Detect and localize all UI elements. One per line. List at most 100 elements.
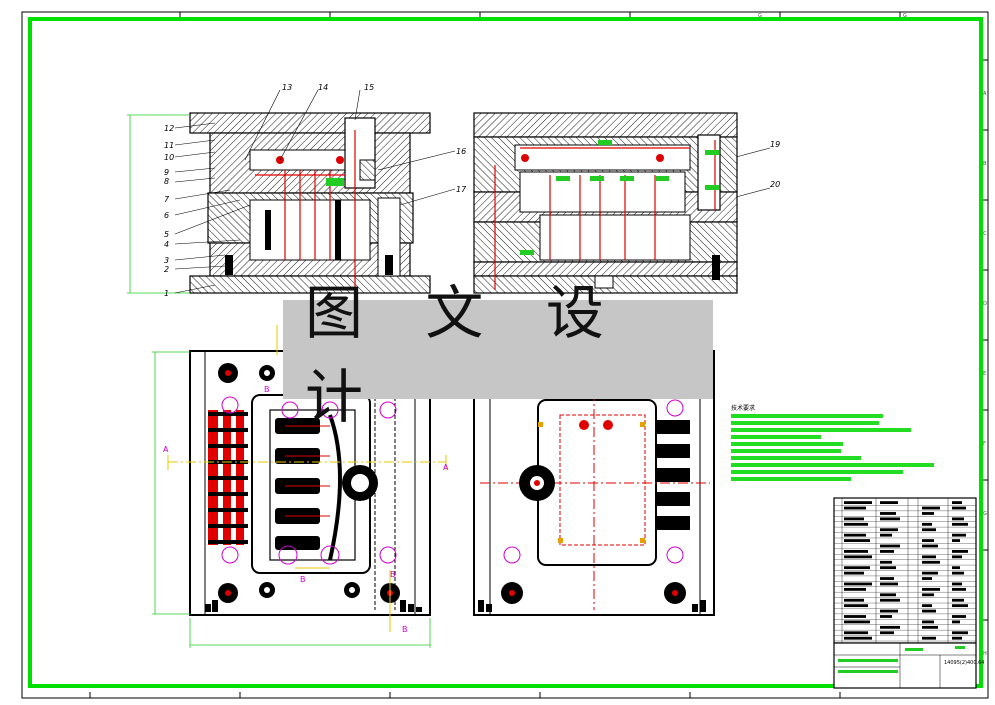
column-letter: G bbox=[758, 13, 762, 19]
parts-list-cell bbox=[880, 501, 898, 505]
outer-border bbox=[21, 11, 989, 699]
parts-list-cell bbox=[922, 587, 940, 591]
parts-list-cell bbox=[952, 517, 964, 521]
svg-text:20: 20 bbox=[770, 180, 780, 189]
svg-text:H: H bbox=[983, 651, 987, 657]
parts-list-cell bbox=[952, 620, 960, 624]
svg-text:1: 1 bbox=[164, 289, 169, 298]
parts-list-cell bbox=[922, 609, 936, 613]
parts-list-cell bbox=[952, 571, 964, 575]
section-view-left bbox=[189, 112, 431, 300]
parts-list-cell bbox=[880, 615, 892, 618]
parts-list-cell bbox=[844, 550, 868, 553]
parts-list-cell bbox=[844, 539, 870, 542]
parts-list-cell bbox=[880, 544, 900, 548]
watermark-text: 图 文 设 计 bbox=[305, 278, 626, 431]
parts-list-cell bbox=[952, 566, 960, 570]
parts-list-cell bbox=[880, 560, 892, 564]
parts-list-cell bbox=[952, 533, 966, 537]
section-label-b: B bbox=[264, 385, 270, 394]
parts-list-cell bbox=[922, 620, 934, 624]
svg-text:14: 14 bbox=[318, 83, 328, 92]
parts-list-cell bbox=[880, 577, 894, 580]
parts-list-cell bbox=[952, 598, 964, 602]
svg-text:16: 16 bbox=[456, 147, 466, 156]
svg-text:12: 12 bbox=[164, 124, 174, 133]
svg-text:7: 7 bbox=[164, 195, 170, 204]
parts-list-cell bbox=[844, 587, 866, 591]
parts-list-cell bbox=[922, 636, 936, 640]
parts-list-cell bbox=[952, 631, 968, 635]
parts-list-cell bbox=[844, 555, 872, 559]
parts-list-cell bbox=[880, 609, 898, 613]
parts-list-cell bbox=[952, 587, 966, 591]
parts-list-cell bbox=[844, 604, 868, 608]
svg-text:17: 17 bbox=[456, 185, 467, 194]
parts-list-cell bbox=[922, 577, 932, 580]
watermark-banner: 图 文 设 计 bbox=[283, 279, 713, 431]
parts-list-cell bbox=[844, 522, 868, 526]
svg-text:19: 19 bbox=[770, 140, 780, 149]
parts-list-cell bbox=[922, 528, 936, 532]
parts-list-cell bbox=[922, 560, 940, 564]
parts-list-cell bbox=[952, 501, 962, 505]
parts-list-cell bbox=[844, 615, 866, 618]
parts-list-cell bbox=[922, 555, 936, 559]
drawing-frame bbox=[28, 17, 983, 688]
svg-text:9: 9 bbox=[164, 168, 169, 177]
parts-list-cell bbox=[880, 598, 900, 602]
parts-list-cell bbox=[844, 566, 870, 570]
title-block-code: 14095(2)400.64 bbox=[944, 660, 984, 666]
svg-text:4: 4 bbox=[164, 240, 169, 249]
parts-list-cell bbox=[880, 631, 894, 635]
svg-text:C: C bbox=[983, 231, 987, 237]
parts-list-cell bbox=[952, 615, 966, 618]
dimension-plan bbox=[152, 351, 431, 648]
svg-text:2: 2 bbox=[164, 265, 169, 274]
parts-list-cell bbox=[844, 501, 872, 505]
technical-requirements-lines bbox=[731, 414, 934, 481]
section-view-right bbox=[473, 112, 738, 294]
parts-list-cell bbox=[922, 604, 932, 608]
svg-text:5: 5 bbox=[164, 230, 169, 239]
svg-text:A: A bbox=[983, 91, 987, 97]
parts-list bbox=[833, 497, 977, 689]
svg-text:F: F bbox=[983, 441, 986, 447]
parts-list-cell bbox=[952, 582, 962, 586]
parts-list-cell bbox=[880, 550, 894, 553]
callout-leaders-left bbox=[174, 89, 361, 294]
parts-list-cell bbox=[952, 539, 960, 542]
parts-list-cell bbox=[880, 533, 892, 537]
parts-list-cell bbox=[844, 636, 872, 640]
part-callouts: 12 11 10 9 8 7 6 5 4 3 2 1 13 14 15 16 1… bbox=[164, 83, 780, 298]
svg-text:E: E bbox=[983, 371, 986, 377]
technical-requirements-title: 技术要求 bbox=[731, 404, 755, 412]
svg-text:10: 10 bbox=[164, 153, 174, 162]
parts-list-cell bbox=[844, 631, 868, 635]
parts-list-cell bbox=[922, 522, 932, 526]
parts-list-cell bbox=[880, 582, 898, 586]
svg-text:G: G bbox=[983, 511, 987, 517]
dimension-height bbox=[127, 114, 190, 294]
parts-list-cell bbox=[922, 625, 938, 629]
row-letters: A B C D E F G H bbox=[983, 91, 987, 657]
parts-list-cell bbox=[922, 512, 934, 515]
section-label-a: A bbox=[443, 463, 449, 472]
parts-list-cell bbox=[922, 544, 938, 548]
parts-list-cell bbox=[952, 636, 962, 640]
parts-list-cell bbox=[952, 522, 968, 526]
parts-list-cell bbox=[880, 517, 900, 521]
parts-list-cell bbox=[844, 598, 864, 602]
parts-list-cell bbox=[922, 539, 934, 542]
parts-list-cell bbox=[844, 620, 870, 624]
parts-list-cell bbox=[880, 593, 896, 597]
section-line-b bbox=[276, 325, 391, 632]
parts-list-cell bbox=[922, 571, 938, 575]
parts-list-cell bbox=[922, 593, 934, 597]
parts-list-cell bbox=[922, 506, 940, 510]
svg-text:13: 13 bbox=[282, 83, 292, 92]
svg-text:15: 15 bbox=[364, 83, 374, 92]
section-label-a: A bbox=[163, 445, 169, 454]
svg-text:B: B bbox=[983, 161, 987, 167]
section-label-b: B bbox=[390, 570, 396, 579]
